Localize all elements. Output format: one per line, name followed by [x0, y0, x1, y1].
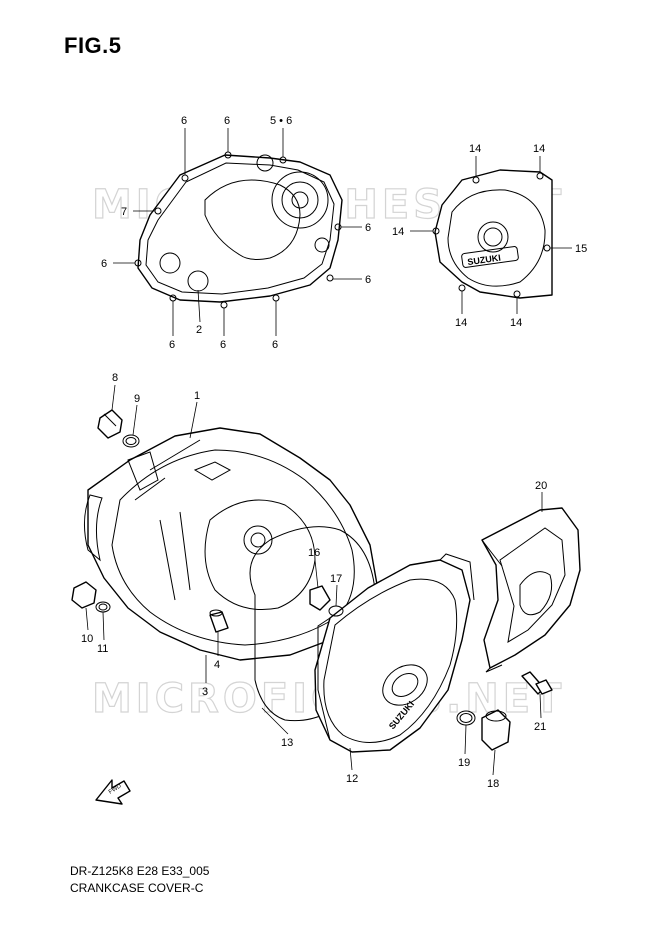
callout-20: 20 — [535, 480, 547, 492]
callout-3: 3 — [202, 686, 208, 698]
callout-5-6: 5 • 6 — [270, 115, 292, 127]
case-side-ribs — [127, 451, 232, 491]
callout-1: 1 — [194, 390, 200, 402]
crankcase-cover-gasket — [137, 154, 343, 303]
o-ring-9 — [122, 434, 140, 448]
callout-15: 15 — [575, 243, 587, 255]
figure-code: DR-Z125K8 E28 E33_005 — [70, 864, 210, 878]
callout-9: 9 — [134, 393, 140, 405]
callout-14-d: 14 — [455, 317, 467, 329]
callout-16: 16 — [308, 547, 320, 559]
callout-19: 19 — [458, 757, 470, 769]
callout-6-f: 6 — [169, 339, 175, 351]
callout-6-c: 6 — [365, 222, 371, 234]
callout-6-h: 6 — [272, 339, 278, 351]
bolt-21 — [521, 671, 553, 695]
callout-14-a: 14 — [469, 143, 481, 155]
callout-2: 2 — [196, 324, 202, 336]
callout-17: 17 — [330, 573, 342, 585]
callout-21: 21 — [534, 721, 546, 733]
callout-6-e: 6 — [365, 274, 371, 286]
callout-labels: 6 6 5 • 6 7 6 6 6 2 6 6 6 14 14 14 15 14… — [81, 115, 587, 790]
callout-12: 12 — [346, 773, 358, 785]
callout-14-c: 14 — [392, 226, 404, 238]
dowel-pin-4 — [209, 609, 229, 633]
forward-arrow: FWD — [95, 779, 131, 805]
oil-filler-plug — [97, 409, 123, 439]
callout-7: 7 — [121, 206, 127, 218]
callout-10: 10 — [81, 633, 93, 645]
clutch-cover: SUZUKI — [314, 553, 475, 753]
callout-6-g: 6 — [220, 339, 226, 351]
callout-11: 11 — [97, 643, 108, 655]
callout-18: 18 — [487, 778, 499, 790]
washer-11 — [95, 601, 111, 613]
sprocket-cover — [481, 507, 581, 673]
cap-16 — [309, 585, 331, 611]
callout-6-a: 6 — [181, 115, 187, 127]
callout-14-b: 14 — [533, 143, 545, 155]
leader-lines — [85, 128, 572, 776]
magneto-cover-gasket: SUZUKI — [432, 169, 553, 299]
callout-4: 4 — [214, 659, 220, 671]
callout-14-e: 14 — [510, 317, 522, 329]
inspection-plug — [481, 709, 511, 751]
callout-6-d: 6 — [101, 258, 107, 270]
callout-13: 13 — [281, 737, 293, 749]
figure-title: FIG.5 — [64, 33, 122, 58]
callout-8: 8 — [112, 372, 118, 384]
drain-plug — [71, 581, 97, 609]
small-cover-brand: SUZUKI — [467, 253, 502, 268]
figure-name: CRANKCASE COVER-C — [70, 881, 204, 895]
callout-6-b: 6 — [224, 115, 230, 127]
